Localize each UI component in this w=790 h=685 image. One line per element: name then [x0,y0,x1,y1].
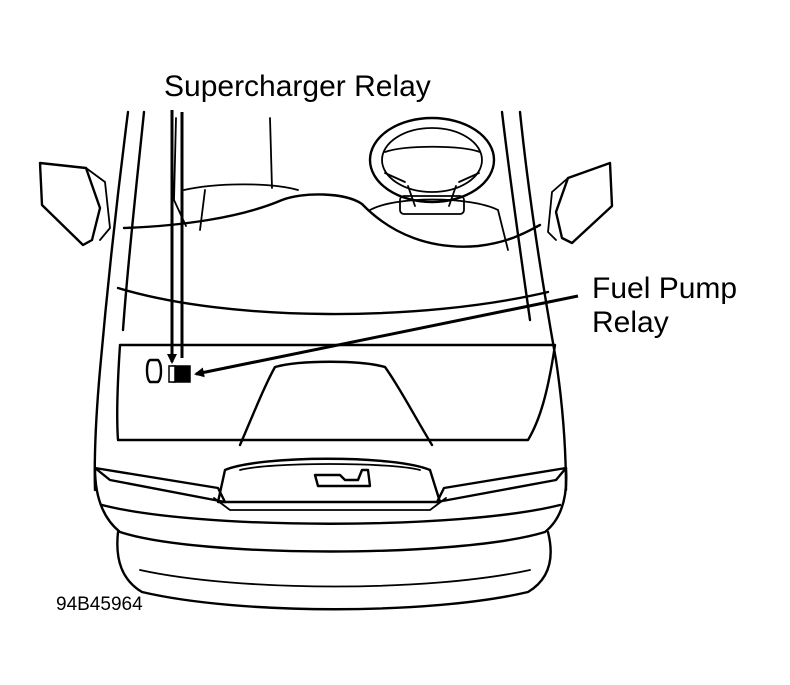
steering-wheel-icon [368,116,496,215]
fuel-pump-relay-label-line2: Relay [592,306,669,339]
left-seat [173,117,299,231]
right-mirror [547,161,614,245]
fuel-pump-relay-label-line1: Fuel Pump [592,272,738,305]
left-mirror [38,161,111,247]
right-seat [369,198,509,251]
front-grille [213,457,447,511]
supercharger-relay-marker [168,365,176,383]
fuel-pump-relay-leader [194,294,579,378]
hood-bulge [238,360,434,447]
supercharger-relay-label: Supercharger Relay [164,70,431,103]
relay-box [145,358,191,384]
dashboard-cowl [122,193,542,248]
headlights-and-bumper [93,466,568,611]
body-outline [93,110,568,492]
windshield-base [116,286,550,316]
figure-code: 94B45964 [56,594,143,615]
hood-panel [115,343,557,442]
